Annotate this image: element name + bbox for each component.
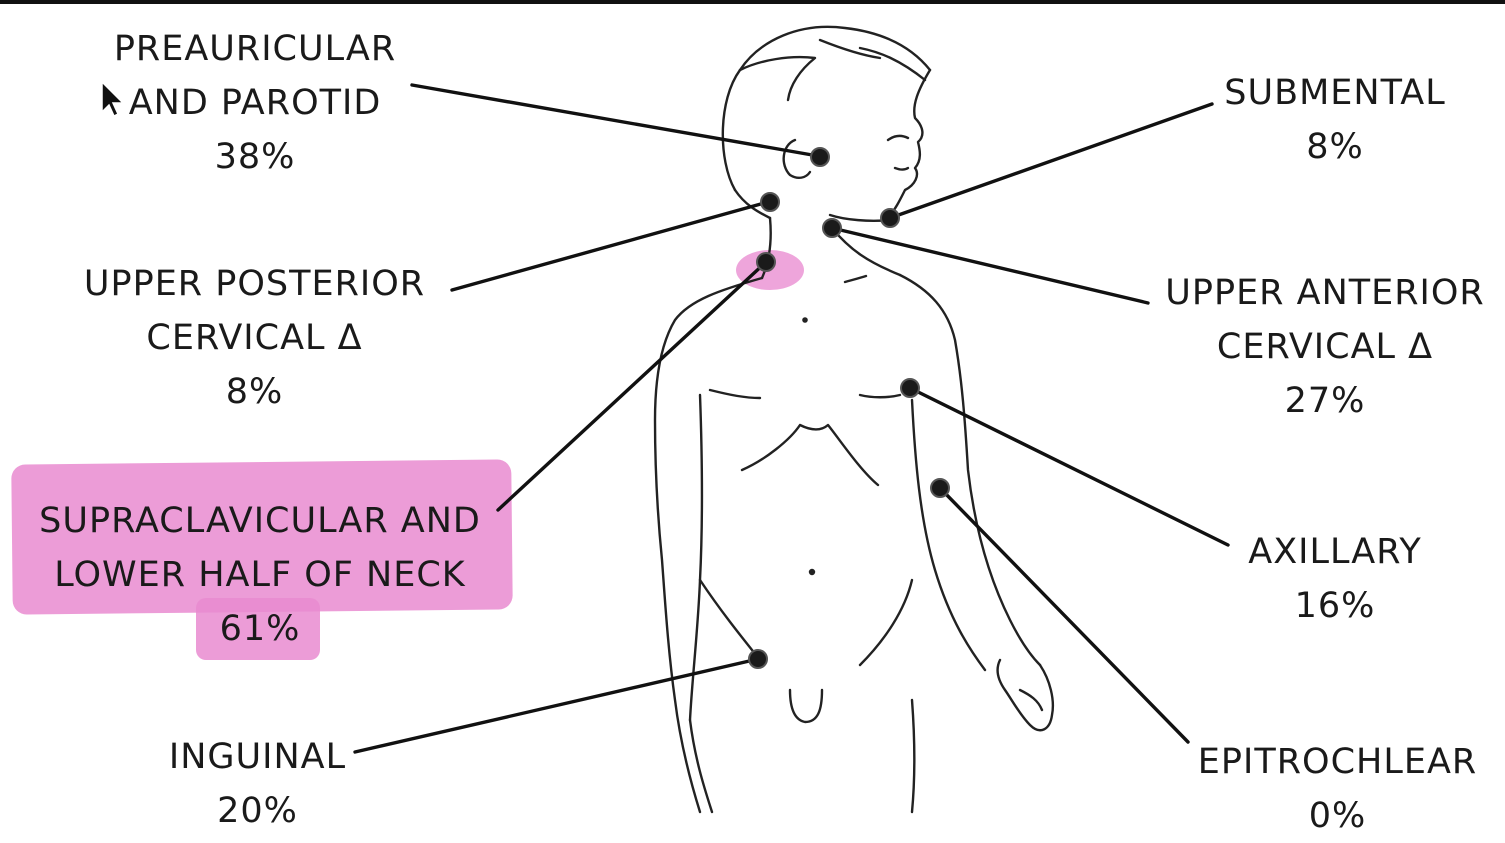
- node-axillary: [901, 379, 919, 397]
- node-supraclavicular: [757, 253, 775, 271]
- upper-posterior-line2: CERVICAL Δ: [62, 311, 447, 365]
- axillary-line1: AXILLARY: [1220, 525, 1450, 579]
- label-inguinal: INGUINAL 20%: [150, 730, 365, 838]
- label-submental: SUBMENTAL 8%: [1200, 66, 1470, 174]
- label-preauricular: PREAURICULAR AND PAROTID 38%: [95, 22, 415, 184]
- preauricular-pct: 38%: [95, 130, 415, 184]
- preauricular-line1: PREAURICULAR: [95, 22, 415, 76]
- label-upper-anterior: UPPER ANTERIOR CERVICAL Δ 27%: [1150, 266, 1500, 428]
- upper-posterior-pct: 8%: [62, 365, 447, 419]
- label-axillary: AXILLARY 16%: [1220, 525, 1450, 633]
- upper-anterior-line1: UPPER ANTERIOR: [1150, 266, 1500, 320]
- node-inguinal: [749, 650, 767, 668]
- node-upper-anterior: [823, 219, 841, 237]
- child-outline: [655, 27, 1053, 812]
- epitrochlear-line1: EPITROCHLEAR: [1180, 735, 1495, 789]
- axillary-pct: 16%: [1220, 579, 1450, 633]
- upper-posterior-line1: UPPER POSTERIOR: [62, 257, 447, 311]
- node-preauricular: [811, 148, 829, 166]
- inguinal-pct: 20%: [150, 784, 365, 838]
- label-supraclavicular: SUPRACLAVICULAR AND LOWER HALF OF NECK 6…: [20, 494, 500, 656]
- label-upper-posterior: UPPER POSTERIOR CERVICAL Δ 8%: [62, 257, 447, 419]
- label-epitrochlear: EPITROCHLEAR 0%: [1180, 735, 1495, 843]
- upper-anterior-line2: CERVICAL Δ: [1150, 320, 1500, 374]
- supraclavicular-pct: 61%: [20, 602, 500, 656]
- supraclavicular-line1: SUPRACLAVICULAR AND: [20, 494, 500, 548]
- node-epitrochlear: [931, 479, 949, 497]
- node-submental: [881, 209, 899, 227]
- lymph-nodes: [749, 148, 949, 668]
- preauricular-line2: AND PAROTID: [95, 76, 415, 130]
- node-upper-posterior: [761, 193, 779, 211]
- supraclavicular-line2: LOWER HALF OF NECK: [20, 548, 500, 602]
- submental-line1: SUBMENTAL: [1200, 66, 1470, 120]
- inguinal-line1: INGUINAL: [150, 730, 365, 784]
- submental-pct: 8%: [1200, 120, 1470, 174]
- upper-anterior-pct: 27%: [1150, 374, 1500, 428]
